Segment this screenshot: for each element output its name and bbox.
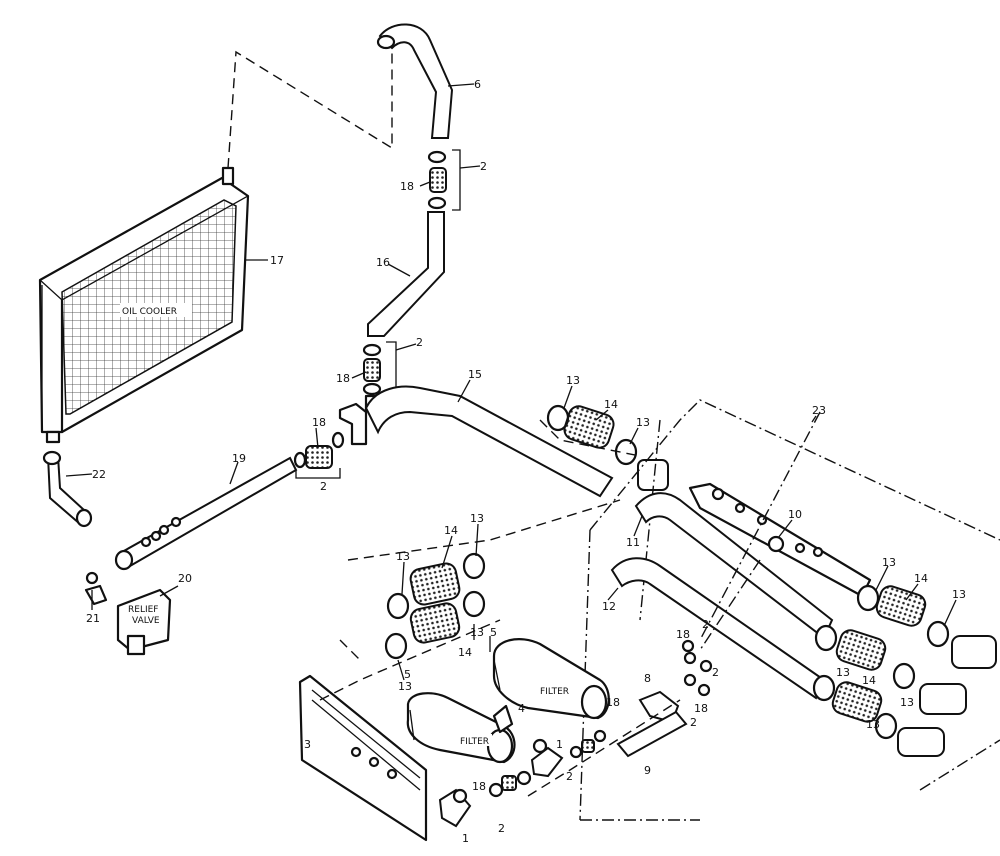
leader-lines <box>65 83 957 681</box>
callout-18b: 18 <box>336 372 350 385</box>
callout-2g: 2 <box>712 666 719 679</box>
callout-14e: 14 <box>458 646 472 659</box>
callout-13d: 13 <box>952 588 966 601</box>
small-clamps-lower <box>488 729 607 798</box>
callout-9: 9 <box>644 764 651 777</box>
elbow-fitting-left <box>438 788 472 828</box>
callout-2h: 2 <box>690 716 697 729</box>
filter-upper-label: FILTER <box>540 687 569 697</box>
callout-14b: 14 <box>914 572 928 585</box>
callout-10: 10 <box>788 508 802 521</box>
oil-cooler: OIL COOLER <box>38 166 250 444</box>
callout-13i: 13 <box>470 626 484 639</box>
callout-3: 3 <box>304 738 311 751</box>
engine-block <box>579 399 1000 821</box>
callout-16: 16 <box>376 256 390 269</box>
callout-14c: 14 <box>862 674 876 687</box>
clamp-sleeve-group-right-1 <box>856 584 997 669</box>
callout-14d: 14 <box>444 524 458 537</box>
elbow-fitting-right <box>530 738 564 778</box>
callout-12: 12 <box>602 600 616 613</box>
callout-18e: 18 <box>472 780 486 793</box>
bracket-4 <box>492 704 514 734</box>
callout-5b: 5 <box>404 668 411 681</box>
callout-18g: 18 <box>694 702 708 715</box>
callout-23: 23 <box>812 404 826 417</box>
callout-13j: 13 <box>398 680 412 693</box>
callout-1a: 1 <box>556 738 563 751</box>
callout-11: 11 <box>626 536 640 549</box>
callout-2e: 2 <box>498 822 505 835</box>
hose-9 <box>616 710 688 758</box>
callout-18a: 18 <box>400 180 414 193</box>
callout-13g: 13 <box>396 550 410 563</box>
hose-22 <box>42 450 93 528</box>
callout-17: 17 <box>270 254 284 267</box>
hose-12 <box>610 557 826 700</box>
callout-2f: 2 <box>702 618 709 631</box>
hose-15 <box>364 385 614 498</box>
callout-1b: 1 <box>462 832 469 845</box>
callouts: 6 2 18 16 17 2 18 15 18 2 19 22 20 21 13… <box>86 78 966 845</box>
clamp-sleeve-group-right-3 <box>812 674 945 757</box>
callout-6: 6 <box>474 78 481 91</box>
small-fittings-center <box>681 411 821 697</box>
callout-13b: 13 <box>636 416 650 429</box>
callout-20: 20 <box>178 572 192 585</box>
tee-bracket <box>338 402 368 446</box>
hose-16 <box>367 211 445 337</box>
callout-13k: 13 <box>866 718 880 731</box>
callout-2c: 2 <box>320 480 327 493</box>
clamp-sleeve-group-left-2 <box>384 590 486 660</box>
callout-8: 8 <box>644 672 651 685</box>
callout-18f: 18 <box>676 628 690 641</box>
filter-upper: FILTER <box>492 638 610 720</box>
callout-18c: 18 <box>312 416 326 429</box>
clamp-sleeve-group-upper <box>427 149 461 211</box>
clamp-sleeve-group-top-center <box>539 404 669 491</box>
hose-19-assembly <box>114 431 345 571</box>
callout-13f: 13 <box>900 696 914 709</box>
callout-13a: 13 <box>566 374 580 387</box>
callout-13e: 13 <box>836 666 850 679</box>
callout-2d: 2 <box>566 770 573 783</box>
clamp-sleeve-group-left-1 <box>386 552 486 620</box>
callout-19: 19 <box>232 452 246 465</box>
callout-14a: 14 <box>604 398 618 411</box>
callout-15: 15 <box>468 368 482 381</box>
callout-13c: 13 <box>882 556 896 569</box>
relief-valve-label-line2: VALVE <box>132 616 160 626</box>
hose-6 <box>376 23 454 139</box>
filter-lower-label: FILTER <box>460 737 489 747</box>
callout-21: 21 <box>86 612 100 625</box>
callout-5a: 5 <box>490 626 497 639</box>
callout-2b: 2 <box>416 336 423 349</box>
callout-22: 22 <box>92 468 106 481</box>
callout-4: 4 <box>518 702 525 715</box>
relief-valve-label-line1: RELIEF <box>128 605 158 615</box>
relief-valve: RELIEF VALVE <box>84 571 172 656</box>
clamp-sleeve-group-right-2 <box>814 624 967 715</box>
callout-18d: 18 <box>606 696 620 709</box>
callout-2a: 2 <box>480 160 487 173</box>
callout-13h: 13 <box>470 512 484 525</box>
filter-housing-block <box>298 619 501 842</box>
oil-cooler-label: OIL COOLER <box>122 307 177 317</box>
